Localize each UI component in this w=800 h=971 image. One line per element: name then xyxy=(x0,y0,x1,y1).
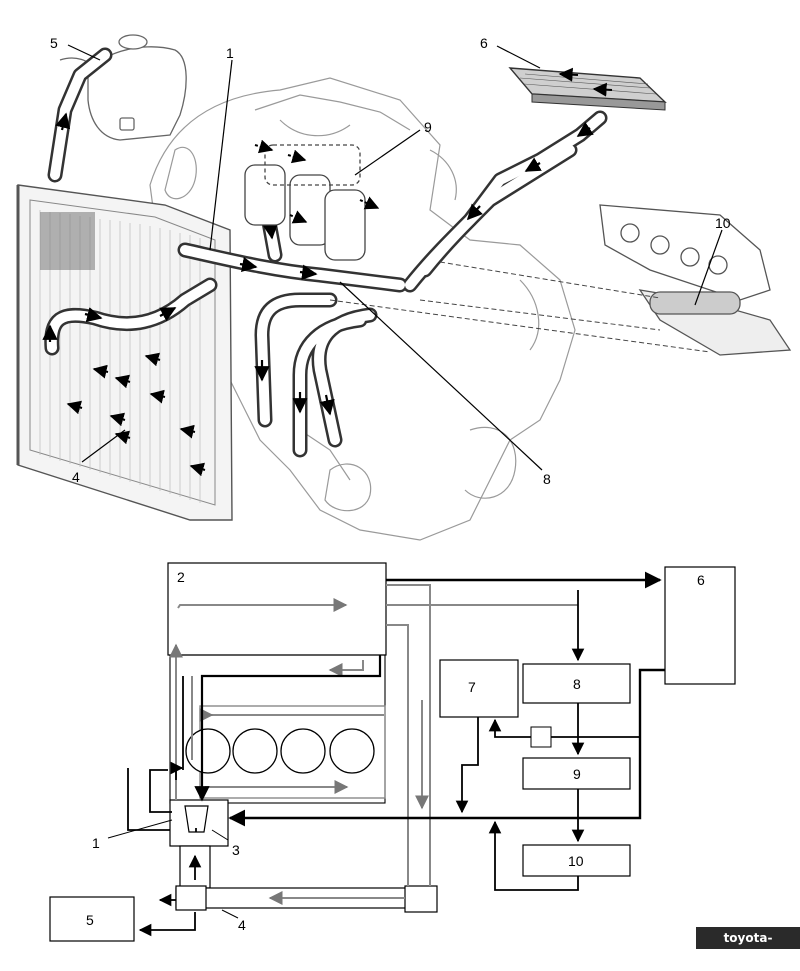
lower-callout-4: 4 xyxy=(238,917,246,933)
engine-block-outline xyxy=(149,77,576,541)
cylinder-4 xyxy=(329,728,375,774)
box-8 xyxy=(522,663,631,704)
watermark: toyota-club.net xyxy=(696,927,800,967)
lower-callout-1: 1 xyxy=(92,835,100,851)
hose-flow-arrows xyxy=(42,112,594,416)
engine-illustration: 1 4 5 6 8 9 10 xyxy=(16,34,792,541)
box-label-9: 9 xyxy=(573,766,581,782)
box-label-6: 6 xyxy=(697,572,705,588)
radiator-flow-arrows xyxy=(66,352,206,477)
callout-leaders xyxy=(67,44,723,471)
box-9 xyxy=(522,757,631,790)
box-5 xyxy=(49,896,135,942)
box-6 xyxy=(664,566,736,685)
egr-dashed-link xyxy=(329,261,711,353)
callout-8: 8 xyxy=(543,471,551,487)
valve-small xyxy=(530,726,552,748)
callout-10: 10 xyxy=(715,215,731,231)
box-10 xyxy=(522,844,631,877)
egr-cooler xyxy=(599,204,792,356)
upper-callout-labels: 1 4 5 6 8 9 10 xyxy=(50,35,731,487)
radiator xyxy=(16,184,233,521)
box-7 xyxy=(439,659,519,718)
leader-3 xyxy=(211,829,229,841)
black-flow-paths xyxy=(127,571,665,937)
intake-flow-arrows xyxy=(254,139,380,224)
throttle-body xyxy=(244,144,366,261)
cylinder-2 xyxy=(232,728,278,774)
box-label-10: 10 xyxy=(568,853,584,869)
hoses xyxy=(44,47,608,458)
leader-4 xyxy=(221,909,239,919)
radiator-left-tank xyxy=(175,885,207,911)
thermostat xyxy=(184,805,209,833)
callout-1: 1 xyxy=(226,45,234,61)
box-label-7: 7 xyxy=(468,679,476,695)
box-label-8: 8 xyxy=(573,676,581,692)
radiator-right-tank xyxy=(404,885,438,913)
box-label-5: 5 xyxy=(86,912,94,928)
callout-5: 5 xyxy=(50,35,58,51)
callout-9: 9 xyxy=(424,119,432,135)
leader-1 xyxy=(107,819,173,839)
callout-4: 4 xyxy=(72,469,80,485)
callout-6: 6 xyxy=(480,35,488,51)
cylinder-3 xyxy=(280,728,326,774)
cylinder-1 xyxy=(185,728,231,774)
cooling-system-diagram: 1 4 5 6 8 9 10 xyxy=(16,34,792,942)
lower-callout-3: 3 xyxy=(232,842,240,858)
flow-schematic: 2 6 7 8 9 10 5 1 3 4 xyxy=(49,562,736,942)
box-label-2: 2 xyxy=(177,569,185,585)
box-2 xyxy=(167,562,387,656)
heater-core xyxy=(508,67,667,111)
reservoir-tank xyxy=(59,34,187,141)
